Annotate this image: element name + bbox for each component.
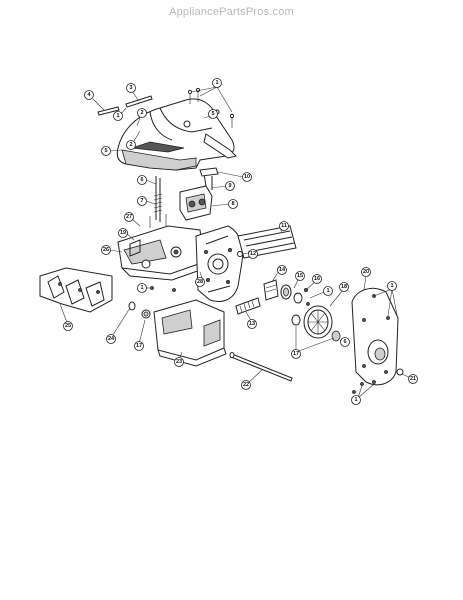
callout-21: 21 — [408, 374, 418, 384]
callout-4: 4 — [84, 90, 94, 100]
svg-text:1: 1 — [326, 288, 329, 294]
callout-10: 10 — [242, 172, 252, 182]
callout-14: 14 — [277, 265, 287, 275]
callout-27: 27 — [124, 212, 134, 222]
svg-text:18: 18 — [341, 284, 347, 290]
callout-1: 1 — [212, 78, 222, 88]
callout-22: 22 — [241, 380, 251, 390]
part-chute-wheel — [291, 305, 341, 342]
part-bushings — [128, 301, 151, 319]
callout-19: 19 — [118, 228, 128, 238]
svg-text:23: 23 — [176, 359, 182, 365]
callout-8: 8 — [228, 199, 238, 209]
callout-2: 2 — [126, 140, 136, 150]
svg-text:8: 8 — [231, 201, 234, 207]
svg-text:24: 24 — [108, 336, 115, 342]
svg-text:22: 22 — [243, 382, 249, 388]
svg-text:12: 12 — [250, 251, 256, 257]
part-auger-flights — [39, 267, 113, 313]
svg-text:7: 7 — [140, 198, 143, 204]
callout-1: 1 — [387, 281, 397, 291]
callout-1: 1 — [113, 111, 123, 121]
part-lower-housing — [153, 299, 227, 367]
svg-text:1: 1 — [354, 397, 357, 403]
callout-23: 23 — [174, 357, 184, 367]
svg-text:14: 14 — [279, 267, 286, 273]
part-long-shaft — [229, 352, 293, 382]
svg-text:15: 15 — [297, 273, 303, 279]
svg-text:9: 9 — [228, 183, 231, 189]
part-fasteners — [150, 286, 376, 394]
callout-20: 20 — [361, 267, 371, 277]
callout-9: 9 — [225, 181, 235, 191]
svg-text:25: 25 — [65, 323, 71, 329]
svg-text:1: 1 — [390, 283, 393, 289]
callout-12: 12 — [248, 249, 258, 259]
callout-7: 7 — [137, 196, 147, 206]
svg-text:1: 1 — [140, 285, 143, 291]
svg-text:1: 1 — [215, 80, 218, 86]
callout-1: 1 — [323, 286, 333, 296]
svg-text:13: 13 — [249, 321, 255, 327]
part-control-rods — [153, 176, 163, 222]
callout-16: 16 — [312, 274, 322, 284]
callout-15: 15 — [295, 271, 305, 281]
svg-text:4: 4 — [87, 92, 91, 98]
svg-text:17: 17 — [136, 343, 142, 349]
callout-5: 5 — [101, 146, 111, 156]
callouts: 4 3 1 2 2 1 5 5 10 6 9 8 7 27 19 26 11 1… — [63, 78, 418, 405]
callout-2: 2 — [137, 108, 147, 118]
svg-text:17: 17 — [293, 351, 299, 357]
part-top-shroud — [116, 87, 237, 171]
callout-1: 1 — [351, 395, 361, 405]
callout-6: 6 — [137, 175, 147, 185]
part-auger-frame — [117, 214, 207, 281]
svg-text:5: 5 — [211, 111, 214, 117]
callout-1: 1 — [137, 283, 147, 293]
part-side-plate — [195, 225, 243, 302]
svg-text:21: 21 — [410, 376, 416, 382]
svg-text:5: 5 — [104, 148, 107, 154]
svg-text:2: 2 — [140, 110, 143, 116]
svg-text:6: 6 — [343, 339, 346, 345]
callout-17: 17 — [291, 349, 301, 359]
callout-18: 18 — [339, 282, 349, 292]
callout-13: 13 — [247, 319, 257, 329]
callout-25: 25 — [63, 321, 73, 331]
svg-text:2: 2 — [129, 142, 132, 148]
svg-text:26: 26 — [103, 247, 109, 253]
svg-text:27: 27 — [126, 214, 132, 220]
callout-17: 17 — [134, 341, 144, 351]
callout-11: 11 — [279, 221, 289, 231]
svg-text:10: 10 — [244, 174, 250, 180]
part-rear-cover — [351, 287, 404, 386]
svg-text:6: 6 — [140, 177, 143, 183]
svg-text:3: 3 — [129, 85, 132, 91]
callout-24: 24 — [106, 334, 116, 344]
callout-6: 6 — [340, 337, 350, 347]
svg-text:20: 20 — [363, 269, 369, 275]
watermark: AppliancePartsPros.com — [169, 6, 294, 18]
svg-text:1: 1 — [116, 113, 119, 119]
part-impeller-assembly — [237, 251, 308, 304]
svg-text:11: 11 — [281, 223, 287, 229]
svg-text:28: 28 — [197, 279, 203, 285]
callout-3: 3 — [126, 83, 136, 93]
callout-5: 5 — [208, 109, 218, 119]
callout-28: 28 — [195, 277, 205, 287]
callout-26: 26 — [101, 245, 111, 255]
svg-text:16: 16 — [314, 276, 320, 282]
part-spring — [235, 297, 261, 315]
part-gearbox — [179, 167, 219, 221]
svg-text:19: 19 — [120, 230, 126, 236]
